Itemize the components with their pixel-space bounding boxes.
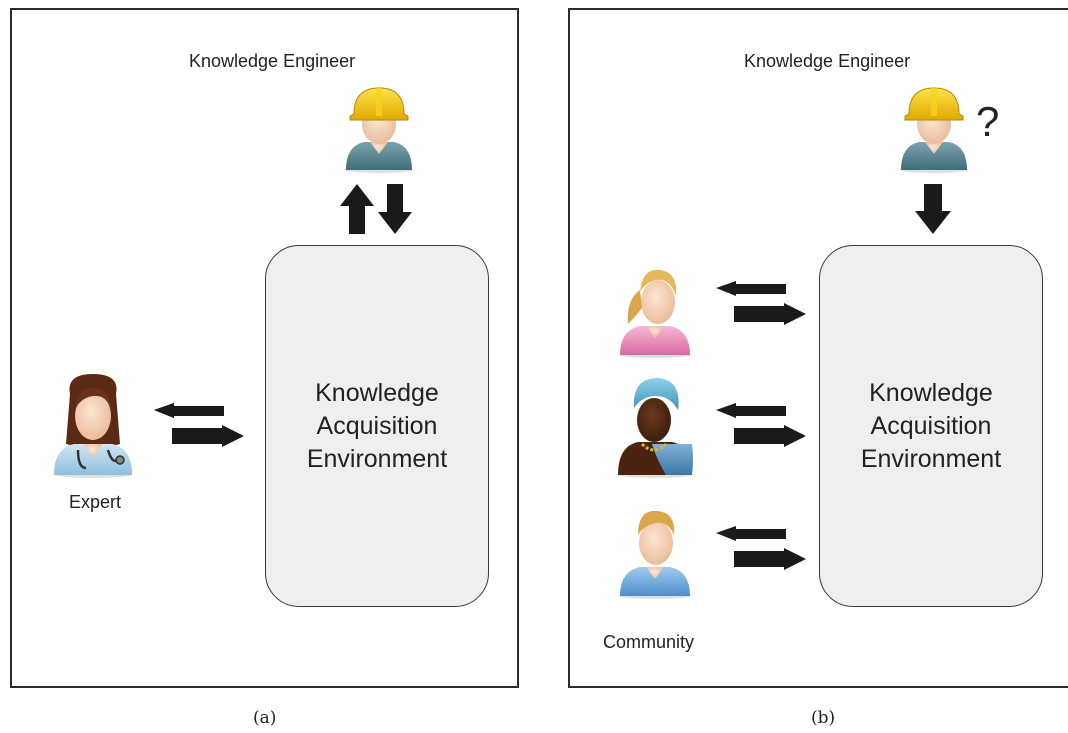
expert-label: Expert	[69, 492, 122, 512]
construction-worker-icon	[345, 87, 413, 173]
knowledge-engineer-label-b: Knowledge Engineer	[744, 51, 911, 71]
woman-icon	[619, 269, 691, 358]
bidirectional-horizontal-arrows-b1	[716, 281, 806, 325]
african-woman-icon	[618, 378, 693, 478]
knowledge-acquisition-environment-box-a: Knowledge Acquisition Environment	[265, 245, 489, 607]
question-mark: ?	[976, 98, 1000, 145]
caption-b: (b)	[811, 708, 836, 728]
doctor-icon	[54, 374, 132, 478]
caption-a: (a)	[253, 708, 277, 728]
box-text-a: Knowledge Acquisition Environment	[306, 378, 448, 473]
community-label: Community	[603, 632, 695, 652]
knowledge-acquisition-environment-box-b: Knowledge Acquisition Environment	[819, 245, 1043, 607]
down-arrow	[915, 184, 951, 234]
construction-worker-icon	[900, 87, 968, 173]
bidirectional-horizontal-arrows-a	[154, 403, 244, 447]
bidirectional-vertical-arrows	[340, 184, 412, 234]
boy-icon	[619, 510, 691, 599]
box-text-b: Knowledge Acquisition Environment	[860, 378, 1002, 473]
knowledge-engineer-label-a: Knowledge Engineer	[189, 51, 356, 71]
bidirectional-horizontal-arrows-b3	[716, 526, 806, 570]
bidirectional-horizontal-arrows-b2	[716, 403, 806, 447]
